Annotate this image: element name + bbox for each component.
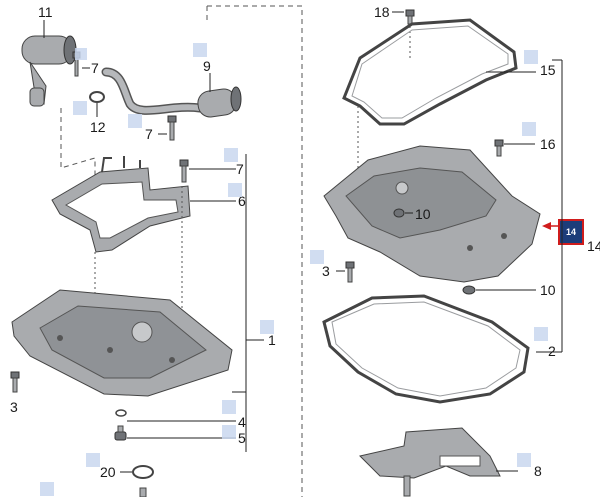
callout-7-frame[interactable]: 7 <box>236 161 244 177</box>
assembly-frame-left <box>207 5 303 497</box>
callout-3-right[interactable]: 3 <box>322 263 330 279</box>
callout-3-left[interactable]: 3 <box>10 399 18 415</box>
callout-10-upper[interactable]: 10 <box>415 206 431 222</box>
part-15-gasket[interactable] <box>342 18 518 126</box>
part-9-hose[interactable] <box>101 67 242 119</box>
part-10-seal-upper[interactable] <box>393 208 405 218</box>
highlight-14-label: 14 <box>566 227 576 237</box>
callout-15[interactable]: 15 <box>540 62 556 78</box>
part-5-drain-plug[interactable] <box>114 425 127 441</box>
part-3-bolt-left[interactable] <box>10 371 20 393</box>
part-3-bolt-right[interactable] <box>345 261 355 283</box>
part-4-washer[interactable] <box>115 409 127 417</box>
callout-20[interactable]: 20 <box>100 464 116 480</box>
callout-14[interactable]: 14 <box>587 238 600 254</box>
callout-2[interactable]: 2 <box>548 343 556 359</box>
callout-18[interactable]: 18 <box>374 4 390 20</box>
part-14-upper-oil-pan[interactable] <box>323 145 541 283</box>
callout-10-lower[interactable]: 10 <box>540 282 556 298</box>
part-18-bolt[interactable] <box>405 9 415 25</box>
part-11-breather[interactable] <box>21 35 77 107</box>
part-10-seal-lower[interactable] <box>462 285 476 295</box>
callout-6[interactable]: 6 <box>238 193 246 209</box>
callout-12[interactable]: 12 <box>90 119 106 135</box>
part-8-cover-plate[interactable] <box>359 427 501 497</box>
callout-9[interactable]: 9 <box>203 58 211 74</box>
part-20-oring[interactable] <box>132 465 154 479</box>
callout-1[interactable]: 1 <box>268 332 276 348</box>
part-1-oil-pan[interactable] <box>11 289 233 397</box>
callout-8[interactable]: 8 <box>534 463 542 479</box>
part-7-bolt-frame[interactable] <box>179 159 189 183</box>
part-16-bolt[interactable] <box>494 139 504 157</box>
callout-11[interactable]: 11 <box>38 4 53 20</box>
part-14-highlight[interactable]: 14 <box>542 219 584 245</box>
callout-7-middle[interactable]: 7 <box>145 126 153 142</box>
callout-16[interactable]: 16 <box>540 136 556 152</box>
part-7-bolt-middle[interactable] <box>167 115 177 141</box>
part-12-oring[interactable] <box>89 91 105 103</box>
callout-5[interactable]: 5 <box>238 430 246 446</box>
callout-7-upper[interactable]: 7 <box>91 60 99 76</box>
part-6-baffle-frame[interactable] <box>51 156 191 253</box>
part-2-gasket[interactable] <box>322 294 530 404</box>
callout-4[interactable]: 4 <box>238 414 246 430</box>
